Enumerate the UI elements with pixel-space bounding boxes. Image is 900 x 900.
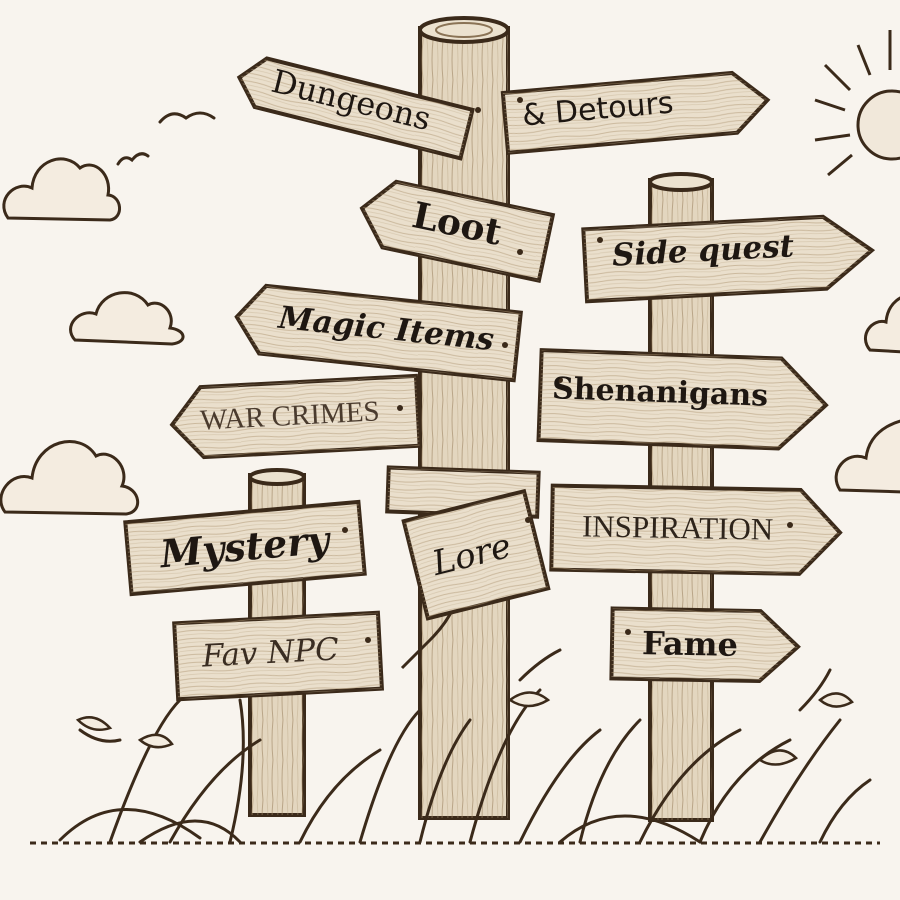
sign-label-inspiration: INSPIRATION bbox=[581, 508, 774, 547]
cloud-icon bbox=[863, 296, 900, 354]
grass-decoration bbox=[58, 648, 872, 844]
sign-board-mystery bbox=[123, 499, 367, 597]
sign-label-fame: Fame bbox=[641, 624, 739, 664]
sign-board-shenanigans bbox=[536, 348, 829, 451]
sign-label-fav-npc: Fav NPC bbox=[201, 631, 340, 675]
sign-board-inspiration bbox=[549, 483, 843, 576]
nails-decoration bbox=[342, 97, 793, 643]
sign-board-war-crimes bbox=[169, 373, 422, 460]
sign-board-fav-npc bbox=[172, 610, 385, 702]
leaf-decoration bbox=[75, 691, 854, 766]
birds-icon bbox=[116, 111, 216, 166]
sign-board-detours bbox=[500, 70, 771, 155]
sign-label-shenanigans: Shenanigans bbox=[551, 371, 769, 414]
sign-label-side-quest: Side quest bbox=[611, 228, 795, 274]
cloud-icon bbox=[0, 440, 139, 516]
sign-board-side-quest bbox=[581, 214, 876, 304]
sign-board-dungeons bbox=[236, 56, 475, 161]
sign-board-magic-items bbox=[234, 283, 523, 383]
cloud-icon bbox=[2, 157, 121, 222]
cloud-icon bbox=[834, 419, 900, 494]
main-post bbox=[418, 16, 510, 820]
cloud-icon bbox=[69, 291, 185, 346]
sign-board-loot bbox=[359, 179, 556, 283]
sign-board-fame bbox=[609, 606, 801, 684]
sign-board-lore bbox=[401, 488, 551, 621]
sun-icon bbox=[814, 30, 900, 177]
